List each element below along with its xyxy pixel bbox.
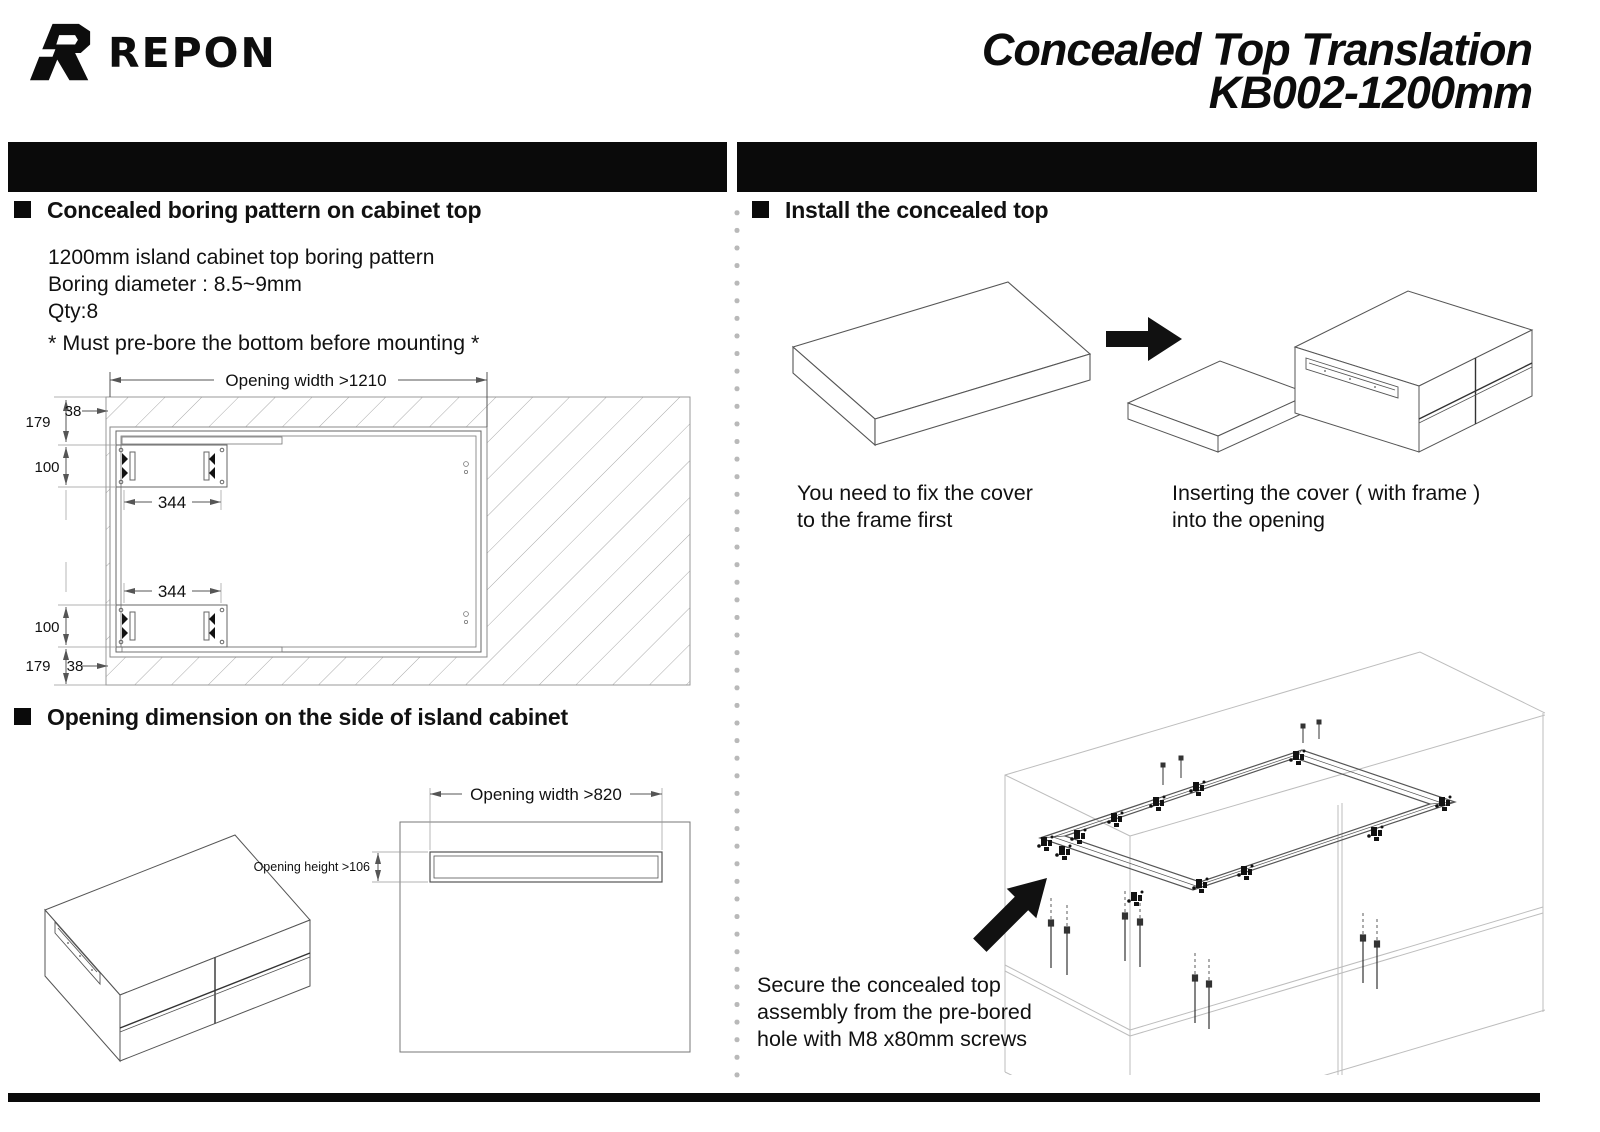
boring-line3: Qty:8	[48, 300, 99, 323]
square-bullet-icon	[14, 201, 31, 218]
section-heading-install: Install the concealed top	[752, 197, 1049, 224]
section-heading-install-text: Install the concealed top	[785, 197, 1049, 223]
dim-344-bottom: 344	[158, 582, 186, 601]
header-bar-left	[8, 142, 727, 192]
boring-line2: Boring diameter : 8.5~9mm	[48, 273, 302, 296]
brand-logo: REPON	[28, 22, 277, 84]
pre-bore-note: * Must pre-bore the bottom before mounti…	[48, 331, 480, 355]
arrow-up-right-icon	[973, 878, 1047, 952]
arrow-right-icon	[1106, 317, 1182, 361]
dim-344-top: 344	[158, 493, 186, 512]
dotted-divider	[733, 204, 741, 1086]
section-heading-side-opening-text: Opening dimension on the side of island …	[47, 704, 568, 730]
boring-description: 1200mm island cabinet top boring pattern…	[48, 244, 434, 325]
square-bullet-icon	[14, 708, 31, 725]
dim-100-top: 100	[34, 459, 59, 476]
section-heading-side-opening: Opening dimension on the side of island …	[14, 704, 568, 731]
page-title-line2: KB002-1200mm	[1208, 67, 1533, 118]
dim-opening-width-1210: Opening width >1210	[225, 371, 386, 390]
dim-38-top: 38	[65, 403, 82, 420]
assembly-diagram	[973, 651, 1545, 1075]
step3-caption: Secure the concealed top assembly from t…	[757, 973, 1032, 1051]
repon-logo-icon	[28, 23, 91, 81]
dim-100-bottom: 100	[34, 619, 59, 636]
dim-opening-height-106: Opening height >106	[254, 860, 370, 874]
boring-line1: 1200mm island cabinet top boring pattern	[48, 246, 435, 269]
dim-opening-width-820: Opening width >820	[470, 785, 622, 804]
section-heading-boring: Concealed boring pattern on cabinet top	[14, 197, 482, 224]
header-bar-right	[737, 142, 1537, 192]
dim-38-bottom: 38	[67, 658, 84, 675]
dim-179-bottom: 179	[25, 658, 50, 675]
page-title: Concealed Top Translation KB002-1200mm	[981, 24, 1533, 118]
boring-pattern-diagram: Opening width >1210 38 179 100 100 179 3…	[25, 371, 691, 686]
step2-caption: Inserting the cover ( with frame ) into …	[1172, 481, 1481, 532]
install-step-diagram	[791, 281, 1534, 453]
dim-179-top: 179	[25, 414, 50, 431]
section-heading-boring-text: Concealed boring pattern on cabinet top	[47, 197, 482, 223]
side-opening-diagram: Opening width >820 Opening height >106	[44, 785, 691, 1063]
footer-bar	[8, 1093, 1540, 1102]
brand-name: REPON	[108, 29, 277, 77]
step1-caption: You need to fix the cover to the frame f…	[797, 481, 1033, 532]
square-bullet-icon	[752, 201, 769, 218]
page-title-line1: Concealed Top Translation	[981, 24, 1533, 75]
